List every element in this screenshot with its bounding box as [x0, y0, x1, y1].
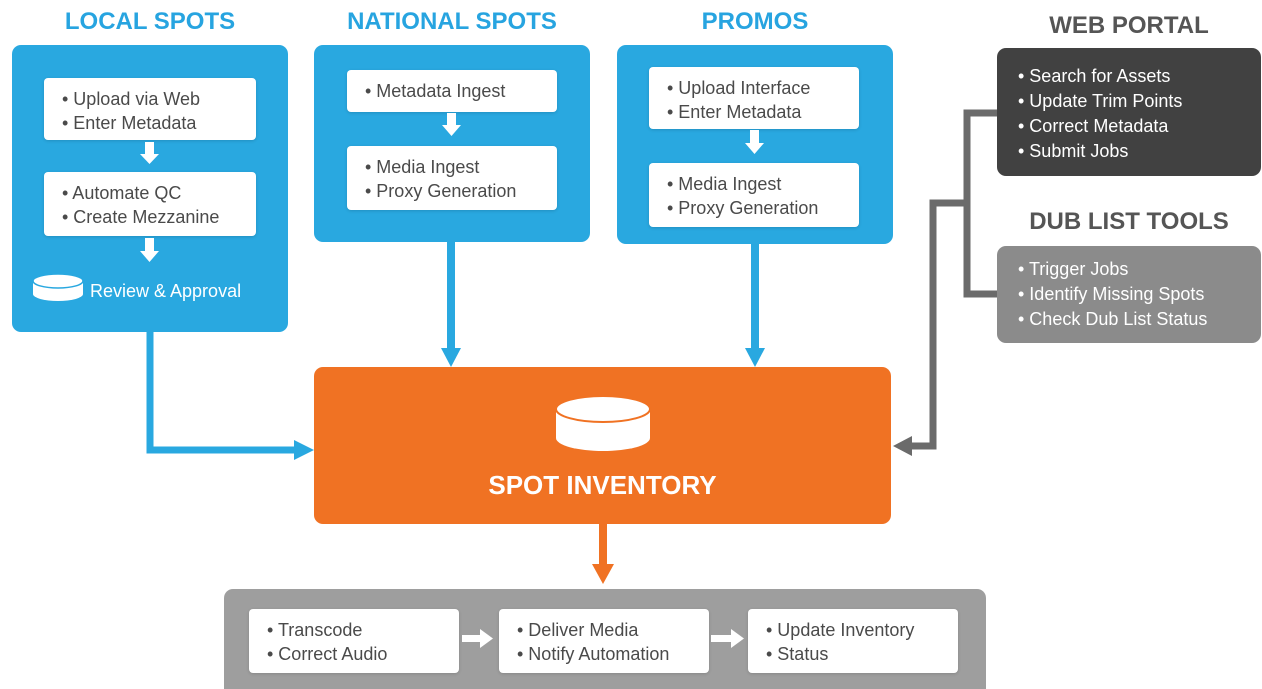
promos-proxy-line: • Proxy Generation: [667, 198, 819, 218]
dub-item-trigger: • Trigger Jobs: [1018, 259, 1129, 279]
tools-arrowhead: [893, 436, 912, 456]
dub-list-tools-title: DUB LIST TOOLS: [1029, 208, 1229, 235]
promos-media-line: • Media Ingest: [667, 174, 782, 194]
national-to-inventory-arrow: [441, 242, 461, 367]
deliver-media-line: • Deliver Media: [517, 620, 639, 640]
local-upload-box: • Upload via Web • Enter Metadata: [44, 78, 256, 140]
web-portal-item-jobs: • Submit Jobs: [1018, 141, 1129, 161]
dub-item-missing: • Identify Missing Spots: [1018, 284, 1205, 304]
spot-inventory-title: SPOT INVENTORY: [488, 470, 717, 500]
national-media-line: • Media Ingest: [365, 157, 480, 177]
local-arrow-1: [140, 142, 159, 164]
promos-media-box: • Media Ingest • Proxy Generation: [649, 163, 859, 227]
local-arrow-2: [140, 238, 159, 262]
update-inventory-line: • Update Inventory: [766, 620, 915, 640]
national-media-box: • Media Ingest • Proxy Generation: [347, 146, 557, 210]
update-box: • Update Inventory • Status: [748, 609, 958, 673]
national-metadata-box: • Metadata Ingest: [347, 70, 557, 112]
national-spots-title: NATIONAL SPOTS: [347, 8, 557, 35]
transcode-line: • Transcode: [267, 620, 363, 640]
transcode-box: • Transcode • Correct Audio: [249, 609, 459, 673]
status-line: • Status: [766, 644, 829, 664]
inventory-database-icon: [555, 395, 651, 451]
local-qc-box: • Automate QC • Create Mezzanine: [44, 172, 256, 236]
dub-item-status: • Check Dub List Status: [1018, 309, 1208, 329]
national-metadata-line: • Metadata Ingest: [365, 81, 506, 101]
local-mezzanine-line: • Create Mezzanine: [62, 207, 220, 227]
local-spots-title: LOCAL SPOTS: [64, 8, 236, 35]
review-database-icon: [32, 273, 84, 301]
promos-arrow: [745, 130, 764, 154]
deliver-box: • Deliver Media • Notify Automation: [499, 609, 709, 673]
local-arrowhead: [294, 440, 314, 460]
national-arrow: [442, 113, 461, 136]
notify-automation-line: • Notify Automation: [517, 644, 670, 664]
dub-list-tools-panel: [997, 246, 1261, 343]
local-metadata-line: • Enter Metadata: [62, 113, 197, 133]
web-portal-panel: [997, 48, 1261, 176]
review-approval-label: Review & Approval: [90, 281, 242, 301]
tools-to-inventory-connector: [910, 109, 997, 450]
web-portal-item-search: • Search for Assets: [1018, 66, 1171, 86]
web-portal-item-metadata: • Correct Metadata: [1018, 116, 1169, 136]
promos-upload-box: • Upload Interface • Enter Metadata: [649, 67, 859, 129]
national-proxy-line: • Proxy Generation: [365, 181, 517, 201]
promos-to-inventory-arrow: [745, 244, 765, 367]
local-to-inventory-arrow: [146, 332, 296, 454]
output-arrow-2: [711, 629, 744, 648]
promos-upload-line: • Upload Interface: [667, 78, 811, 98]
web-portal-item-trim: • Update Trim Points: [1018, 91, 1183, 111]
promos-title: PROMOS: [701, 8, 809, 35]
local-upload-line: • Upload via Web: [62, 89, 201, 109]
web-portal-title: WEB PORTAL: [1049, 12, 1209, 39]
output-arrow-1: [462, 629, 493, 648]
local-qc-line: • Automate QC: [62, 183, 182, 203]
promos-metadata-line: • Enter Metadata: [667, 102, 802, 122]
inventory-to-output-arrow: [592, 524, 614, 584]
correct-audio-line: • Correct Audio: [267, 644, 388, 664]
